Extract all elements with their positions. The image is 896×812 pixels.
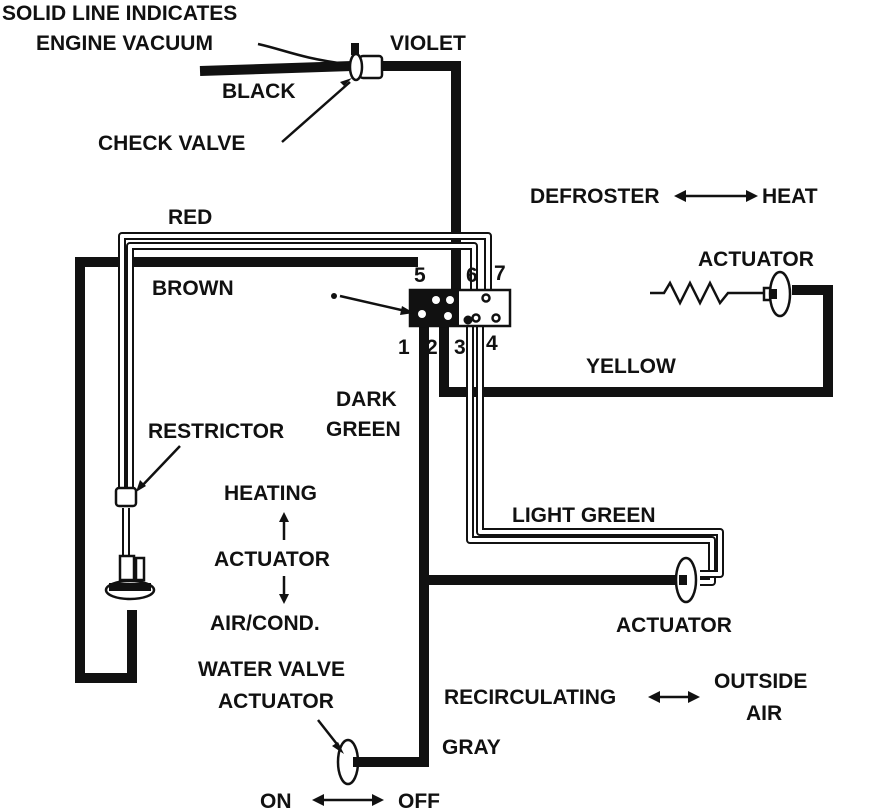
black-label: BLACK xyxy=(222,80,296,103)
water-valve-actuator xyxy=(336,738,361,786)
check-valve-label: CHECK VALVE xyxy=(98,132,245,155)
defroster-actuator xyxy=(650,270,792,318)
dark-green-label-1: DARK xyxy=(336,388,397,411)
heating-label: HEATING xyxy=(224,482,317,505)
outside-label-2: AIR xyxy=(746,702,782,725)
restrictor xyxy=(114,486,138,508)
defroster-label: DEFROSTER xyxy=(530,185,660,208)
legend-line1: SOLID LINE INDICATES xyxy=(2,2,237,25)
on-label: ON xyxy=(260,790,292,812)
actuator-mid-label: ACTUATOR xyxy=(214,548,330,571)
port-6-label: 6 xyxy=(466,264,478,287)
heat-label: HEAT xyxy=(762,185,818,208)
restrictor-leader xyxy=(139,445,181,489)
on-off-arrow xyxy=(312,794,384,806)
violet-vacuum-line xyxy=(382,61,461,302)
heating-ac-actuator xyxy=(104,554,156,601)
selector-valve xyxy=(408,288,512,328)
dark-green-label-2: GREEN xyxy=(326,418,401,441)
hose-6-loop xyxy=(126,242,478,500)
recirc-outside-arrow xyxy=(648,691,700,703)
yellow-vacuum-line xyxy=(439,285,833,397)
water-valve-arrow xyxy=(332,742,344,754)
restrictor-label: RESTRICTOR xyxy=(148,420,284,443)
check-valve-arrow xyxy=(340,78,352,86)
restrictor-arrow xyxy=(136,480,146,492)
recirc-actuator xyxy=(674,556,698,604)
yellow-label: YELLOW xyxy=(586,355,676,378)
light-green-hose xyxy=(466,322,716,586)
off-label: OFF xyxy=(398,790,440,812)
light-green-label: LIGHT GREEN xyxy=(512,504,656,527)
legend-line2: ENGINE VACUUM xyxy=(36,32,213,55)
selector-dot xyxy=(331,293,337,299)
hose-4-loop xyxy=(476,322,724,578)
check-valve-leader xyxy=(281,81,351,143)
red-label: RED xyxy=(168,206,212,229)
recirculating-label: RECIRCULATING xyxy=(444,686,616,709)
actuator-top-label: ACTUATOR xyxy=(698,248,814,271)
legend-leader xyxy=(257,42,347,66)
heating-ac-arrow xyxy=(279,512,289,604)
black-vacuum-line xyxy=(199,61,353,76)
brown-vacuum-line xyxy=(75,257,418,683)
red-hose xyxy=(118,232,492,500)
air-cond-label: AIR/COND. xyxy=(210,612,320,635)
water-valve-label-1: WATER VALVE xyxy=(198,658,345,681)
brown-label: BROWN xyxy=(152,277,234,300)
water-valve-label-2: ACTUATOR xyxy=(218,690,334,713)
port-1-label: 1 xyxy=(398,336,410,359)
port-7-label: 7 xyxy=(494,262,506,285)
check-valve xyxy=(348,43,384,82)
port-2-label: 2 xyxy=(426,336,438,359)
violet-label: VIOLET xyxy=(390,32,466,55)
selector-leader xyxy=(339,294,411,314)
dark-green-vacuum-line xyxy=(360,318,429,767)
defroster-heat-arrow xyxy=(674,190,758,202)
port-5-label: 5 xyxy=(414,264,426,287)
port-3-label: 3 xyxy=(454,336,466,359)
port-4-label: 4 xyxy=(486,332,498,355)
selector-arrow xyxy=(400,306,414,315)
actuator-right-label: ACTUATOR xyxy=(616,614,732,637)
outside-label-1: OUTSIDE xyxy=(714,670,807,693)
gray-label: GRAY xyxy=(442,736,501,759)
